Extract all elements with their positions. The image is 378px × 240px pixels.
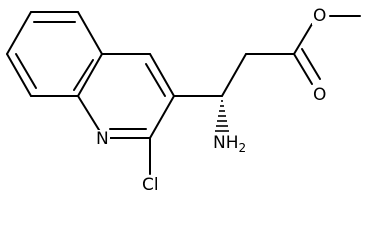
bond (221, 53, 247, 97)
atom-label-carbonyl-oxygen: O (312, 85, 328, 105)
bond (293, 53, 313, 85)
bond (293, 23, 313, 55)
bond (6, 53, 32, 97)
bond (77, 53, 103, 97)
atom-label-amine-text: NH (213, 133, 239, 153)
atom-label-chlorine: Cl (141, 175, 160, 195)
atom-label-nitrogen: N (95, 129, 110, 149)
atom-label-amine-subscript: 2 (238, 141, 247, 155)
bond (77, 11, 103, 55)
atom-label-amine: NH2 (212, 133, 248, 155)
bond (73, 59, 94, 91)
atom-label-ether-oxygen: O (312, 6, 328, 26)
bond (6, 11, 32, 55)
bond (15, 53, 37, 89)
bond-skeleton (6, 11, 361, 175)
hashed-wedge-bond (215, 100, 229, 132)
bond (149, 95, 175, 139)
molecule-diagram: N Cl NH2 O O (6, 6, 361, 195)
bond (301, 48, 321, 80)
bond (149, 53, 175, 97)
bond (145, 63, 166, 97)
